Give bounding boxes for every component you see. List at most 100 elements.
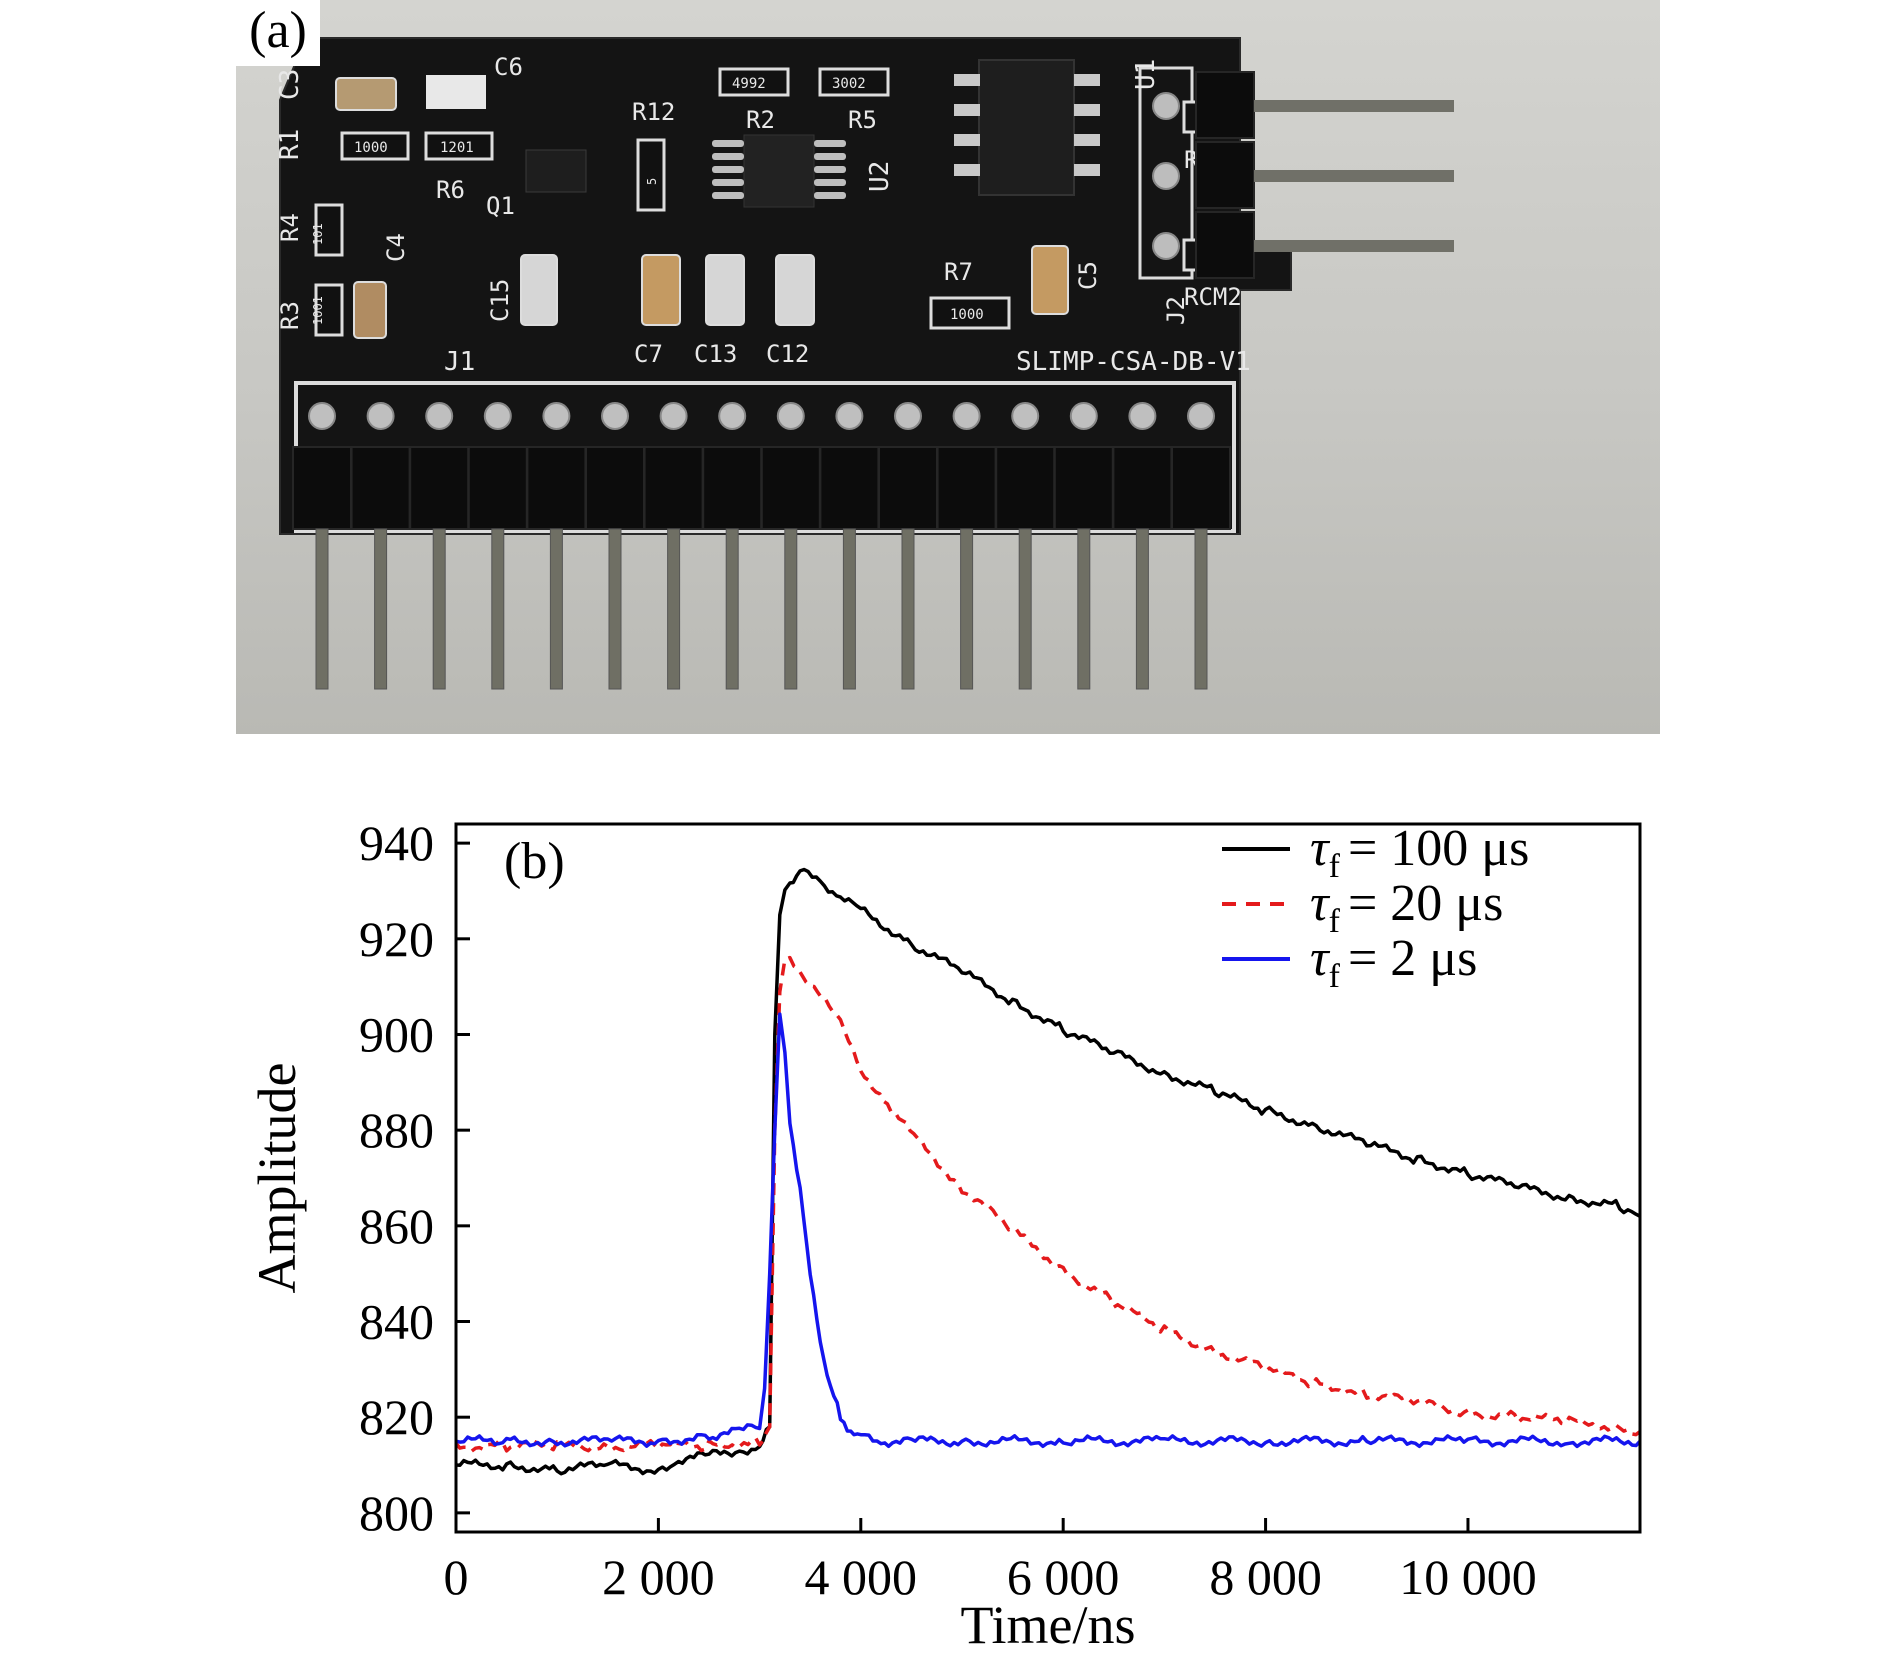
u1-leg-left-2	[954, 104, 980, 116]
header-pin-9	[784, 528, 798, 690]
silk-c15: C15	[486, 279, 514, 322]
j2-pin-header	[1152, 71, 1454, 279]
resistor-r6	[424, 131, 494, 161]
silk-rcm2: RCM2	[1184, 283, 1242, 311]
resistor-r1	[340, 131, 410, 161]
u2-leg-left-5	[712, 192, 744, 199]
legend-value-3: = 2 μs	[1348, 930, 1477, 987]
silk-c7: C7	[634, 340, 663, 368]
y-tick-label-1: 820	[359, 1389, 434, 1445]
marking-r1: 1000	[354, 140, 388, 156]
header-pin-10	[842, 528, 856, 690]
solder-joint-5	[542, 402, 571, 430]
header-housing-13	[995, 446, 1056, 530]
header-housing-1	[292, 446, 352, 530]
y-tick-label-7: 940	[359, 815, 434, 871]
x-tick-label-1: 2 000	[602, 1549, 715, 1605]
capacitor-c4	[353, 281, 387, 339]
j1-pin-header	[292, 402, 1231, 690]
header-pin-7	[667, 528, 681, 690]
marking-r4: 101	[311, 223, 325, 245]
solder-joint-15	[1128, 402, 1157, 430]
board-photo: C3 R1 C6 R12 R2 R5 U1 U2 R6 Q1 R4 C4 R3 …	[236, 0, 1660, 734]
y-tick-label-4: 880	[359, 1102, 434, 1158]
marking-r3: 1001	[311, 296, 325, 325]
silk-r3: R3	[276, 301, 304, 330]
legend-subscript-2: f	[1329, 903, 1341, 940]
silk-c6: C6	[494, 53, 523, 81]
series-layer	[454, 867, 1642, 1476]
silk-r1: R1	[275, 129, 305, 160]
solder-joint-16	[1187, 402, 1215, 430]
panel-b-label: (b)	[504, 833, 565, 890]
header-housing-12	[936, 446, 997, 530]
header-pin-3	[432, 528, 446, 690]
capacitor-c13	[705, 254, 745, 326]
header-housing-7	[643, 446, 704, 530]
side-housing-3	[1195, 211, 1255, 279]
solder-joint-7	[659, 402, 688, 430]
legend-label-1: τf= 100 μs	[1310, 820, 1529, 885]
y-tick-label-5: 900	[359, 1006, 434, 1062]
silk-c5: C5	[1074, 261, 1102, 290]
u2-leg-right-2	[814, 153, 846, 160]
header-housing-2	[350, 446, 411, 530]
u2-leg-right-5	[814, 192, 846, 199]
solder-joint-3	[425, 402, 454, 430]
solder-joint-9	[776, 402, 805, 430]
j2-outline	[1138, 66, 1194, 280]
u1-leg-right-2	[1074, 104, 1100, 116]
silk-q1: Q1	[486, 192, 515, 220]
capacitor-c15	[520, 254, 558, 326]
header-pin-13	[1018, 528, 1032, 690]
solder-joint-14	[1069, 402, 1098, 430]
header-housing-8	[702, 446, 763, 530]
header-pin-4	[491, 528, 505, 690]
q1-transistor	[525, 149, 587, 193]
header-housing-15	[1112, 446, 1173, 530]
side-pin-1	[1254, 100, 1454, 112]
resistor-r7	[929, 296, 1011, 330]
solder-joint-2	[366, 402, 395, 430]
u2-leg-right-3	[814, 166, 846, 173]
marking-r12: 5	[645, 178, 659, 185]
y-tick-label-0: 800	[359, 1485, 434, 1541]
header-pin-6	[608, 528, 622, 690]
silk-c4: C4	[382, 233, 410, 262]
u1-leg-right-4	[1074, 164, 1100, 176]
silk-r12: R12	[632, 98, 675, 126]
header-housing-6	[585, 446, 645, 530]
y-tick-label-6: 920	[359, 911, 434, 967]
x-tick-label-5: 10 000	[1399, 1549, 1537, 1605]
silk-c3: C3	[275, 69, 305, 100]
silk-u1: U1	[1131, 59, 1161, 90]
silk-c12: C12	[766, 340, 809, 368]
header-housing-16	[1171, 446, 1231, 530]
legend-value-1: = 100 μs	[1348, 820, 1529, 877]
header-pin-5	[549, 528, 563, 690]
silk-u2: U2	[865, 161, 895, 192]
side-solder-1	[1152, 92, 1180, 120]
side-pin-3	[1254, 240, 1454, 252]
legend-tau-1: τ	[1310, 820, 1331, 877]
side-housing-2	[1195, 141, 1255, 209]
header-pin-1	[315, 528, 329, 690]
u2-leg-left-2	[712, 153, 744, 160]
x-tick-label-3: 6 000	[1007, 1549, 1120, 1605]
header-housing-9	[760, 446, 821, 530]
header-pin-2	[374, 528, 388, 690]
x-axis-title: Time/ns	[960, 1595, 1135, 1655]
header-pin-8	[725, 528, 739, 690]
capacitor-c12	[775, 254, 815, 326]
marking-r5: 3002	[832, 76, 866, 92]
resistor-r4	[314, 203, 344, 257]
solder-joint-1	[308, 402, 336, 430]
plot-area	[456, 824, 1640, 1532]
u1-leg-left-3	[954, 134, 980, 146]
side-solder-3	[1152, 232, 1180, 260]
marking-r2: 4992	[732, 76, 766, 92]
